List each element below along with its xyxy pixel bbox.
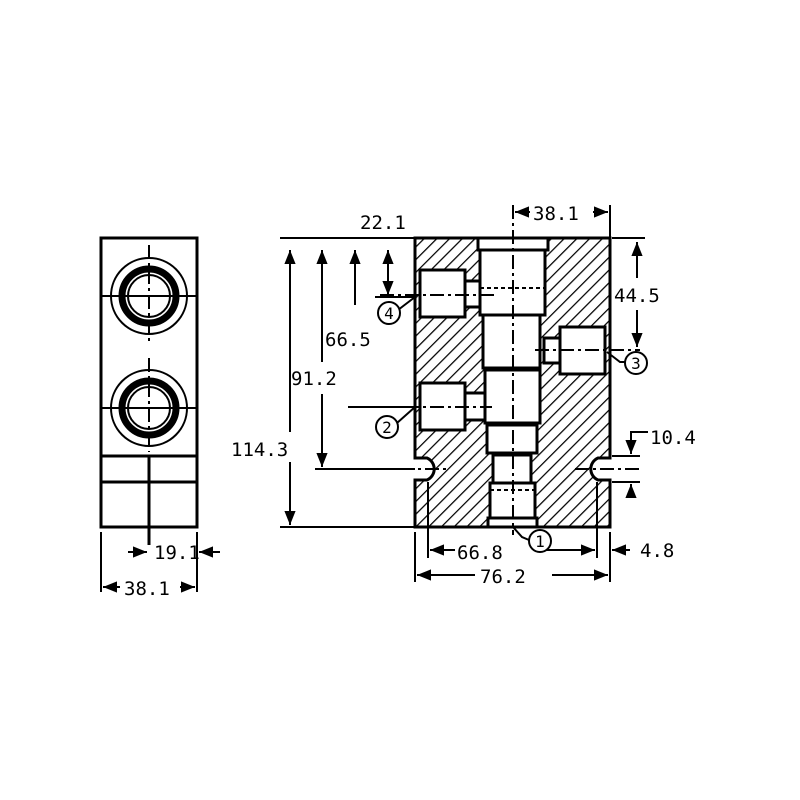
dim-notch-depth: 91.2 [291, 368, 337, 390]
port-label-2: 2 [375, 406, 416, 439]
dim-total-height: 114.3 [231, 439, 288, 461]
dim-notch-width: 10.4 [650, 427, 696, 449]
dim-notch-spacing: 66.8 [457, 542, 503, 564]
port-label-1: 1 [512, 526, 552, 553]
svg-text:4: 4 [384, 304, 394, 323]
port-label-3: 3 [606, 351, 648, 375]
svg-text:2: 2 [382, 418, 392, 437]
dim-port3-depth: 44.5 [614, 285, 660, 307]
dim-port3-offset: 38.1 [533, 203, 579, 225]
dim-side-width: 38.1 [124, 578, 170, 600]
section-view: 114.3 91.2 66.5 22.1 38.1 44.5 10.4 [231, 203, 696, 588]
port-label-4: 4 [377, 296, 416, 325]
dim-port4-depth: 22.1 [360, 212, 406, 234]
svg-text:3: 3 [631, 354, 641, 373]
side-view: 19.1 38.1 [99, 236, 220, 600]
dim-notch-edge: 4.8 [640, 540, 674, 562]
dim-center-offset: 19.1 [154, 542, 200, 564]
port-circle-bottom [101, 358, 197, 452]
port-4-bore [418, 268, 467, 319]
port-circle-top [101, 245, 197, 342]
dim-port2-depth: 66.5 [325, 329, 371, 351]
dim-total-width: 76.2 [480, 566, 526, 588]
svg-text:1: 1 [535, 532, 545, 551]
